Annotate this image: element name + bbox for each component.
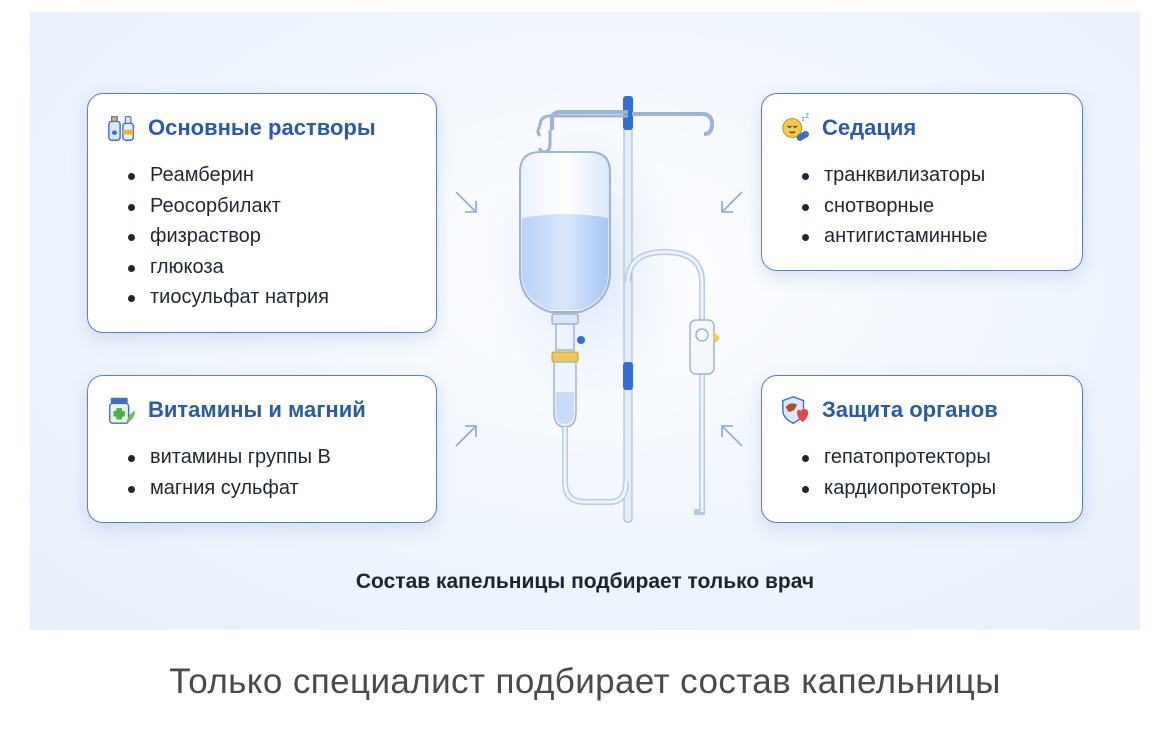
vitamins-list: витамины группы В магния сульфат [126, 442, 331, 503]
iv-drip-illustration [480, 96, 720, 523]
card-title: Витамины и магний [148, 397, 366, 422]
list-item: Реамберин [126, 160, 329, 191]
bottles-icon [106, 112, 138, 144]
list-item: транквилизаторы [800, 160, 988, 191]
list-item: гепатопротекторы [800, 442, 996, 473]
list-item: Реосорбилакт [126, 191, 329, 222]
list-item: магния сульфат [126, 473, 331, 504]
list-item: глюкоза [126, 252, 329, 283]
card-vitamins: Витамины и магний витамины группы В магн… [87, 375, 437, 523]
list-item: витамины группы В [126, 442, 331, 473]
card-title: Седация [822, 115, 917, 140]
infographic: Основные растворы Реамберин Реосорбилакт… [30, 12, 1140, 630]
list-item: антигистаминные [800, 221, 988, 252]
card-organ-protection: Защита органов гепатопротекторы кардиопр… [761, 375, 1083, 523]
arrow-icon [721, 425, 743, 447]
list-item: кардиопротекторы [800, 473, 996, 504]
pill-jar-icon [106, 394, 138, 426]
solutions-list: Реамберин Реосорбилакт физраствор глюкоз… [126, 160, 329, 313]
card-sedation: z z Седация транквилизаторы снотворные а… [761, 93, 1083, 271]
arrow-icon [455, 425, 477, 447]
list-item: тиосульфат натрия [126, 282, 329, 313]
sedation-list: транквилизаторы снотворные антигистаминн… [800, 160, 988, 252]
figure-caption: Состав капельницы подбирает только врач [355, 570, 815, 593]
list-item: снотворные [800, 191, 988, 222]
organs-list: гепатопротекторы кардиопротекторы [800, 442, 996, 503]
shield-heart-icon [780, 394, 812, 426]
card-main-solutions: Основные растворы Реамберин Реосорбилакт… [87, 93, 437, 333]
arrow-icon [721, 191, 743, 213]
arrow-icon [455, 191, 477, 213]
list-item: физраствор [126, 221, 329, 252]
svg-text:z: z [802, 115, 805, 122]
card-title: Защита органов [822, 397, 998, 422]
sleeping-face-icon: z z [780, 111, 812, 144]
svg-text:z: z [805, 111, 809, 120]
page-caption: Только специалист подбирает состав капел… [169, 662, 1001, 701]
card-title: Основные растворы [148, 115, 376, 140]
